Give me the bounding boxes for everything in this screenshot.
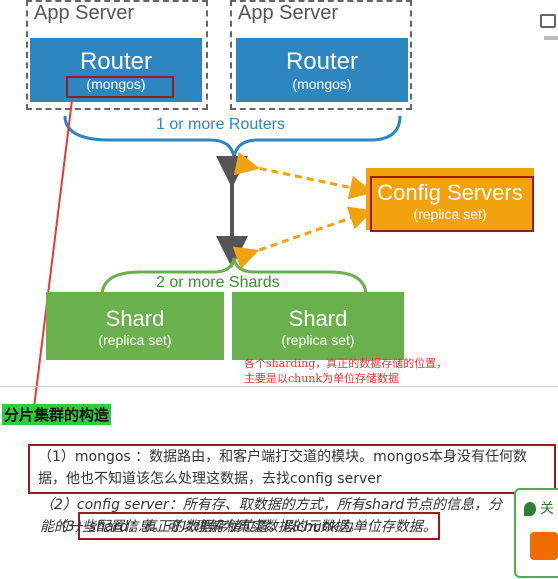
router-right: Router (mongos) — [236, 38, 408, 102]
shard-annotation-note: 各个sharding，真正的数据存储的位置， 主要是以chunk为单位存储数据 — [244, 356, 447, 386]
config-highlight-box — [370, 176, 534, 232]
diagram-connectors — [31, 99, 402, 420]
leaf-icon — [524, 502, 536, 516]
router-left-title: Router — [79, 48, 153, 75]
router-config-arrow — [233, 151, 374, 200]
app-server-right-box — [230, 0, 412, 110]
para1-line2: 据，他也不知道该怎么处理这数据，去找config server — [38, 471, 382, 487]
annotation-arrow — [31, 99, 73, 420]
thumbs-up-icon[interactable] — [530, 532, 558, 560]
config-servers-title: Config Servers — [377, 180, 523, 205]
shard-config-arrow — [232, 206, 374, 270]
image-icon-shadow — [544, 36, 558, 40]
shard-left-subtitle: (replica set) — [98, 332, 172, 348]
para3-highlight-box — [78, 512, 440, 540]
note-line-1: 各个sharding，真正的数据存储的位置， — [244, 357, 448, 370]
router-left-subtitle: (mongos) — [86, 76, 146, 92]
para2-line2: 能的一些配置信息。可以理解为真实数据的元数据。 — [40, 519, 362, 535]
app-server-right-label: App Server — [238, 2, 339, 24]
config-servers-box: Config Servers (replica set) — [366, 168, 534, 230]
para-config-server: （2）config server：所有存、取数据的方式，所有shard节点的信息… — [40, 494, 510, 538]
routers-label: 1 or more Routers — [156, 116, 285, 133]
note-line-2: 主要是以chunk为单位存储数据 — [244, 372, 400, 385]
para3-shard: （3）shard：真正的数据存储位置，以chunk为单位存数据。 — [52, 519, 437, 535]
para2-line1: （2）config server：所有存、取数据的方式，所有shard节点的信息… — [40, 497, 503, 513]
side-widget[interactable]: 关 — [514, 488, 558, 578]
mongos-highlight-box — [66, 76, 174, 98]
shard-left: Shard (replica set) — [46, 292, 224, 360]
shards-label: 2 or more Shards — [156, 274, 280, 291]
app-server-left-box — [26, 0, 208, 110]
para1-line1: （1）mongos ：数据路由，和客户端打交道的模块。mongos本身没有任何数 — [38, 449, 528, 465]
router-right-subtitle: (mongos) — [292, 76, 352, 92]
router-right-title: Router — [285, 48, 359, 75]
para-mongos: （1）mongos ：数据路由，和客户端打交道的模块。mongos本身没有任何数… — [38, 446, 552, 490]
shards-brace — [100, 257, 368, 297]
shard-right: Shard (replica set) — [232, 292, 404, 360]
shard-right-title: Shard — [288, 306, 348, 331]
section-divider — [0, 386, 558, 387]
shard-left-title: Shard — [105, 306, 165, 331]
app-server-left-label: App Server — [34, 2, 135, 24]
image-icon[interactable] — [540, 14, 556, 28]
para1-highlight-box — [28, 444, 556, 494]
side-widget-text: 关 — [540, 501, 554, 517]
section-heading: 分片集群的构造 — [2, 404, 112, 425]
config-servers-subtitle: (replica set) — [413, 206, 487, 222]
shard-right-subtitle: (replica set) — [281, 332, 355, 348]
